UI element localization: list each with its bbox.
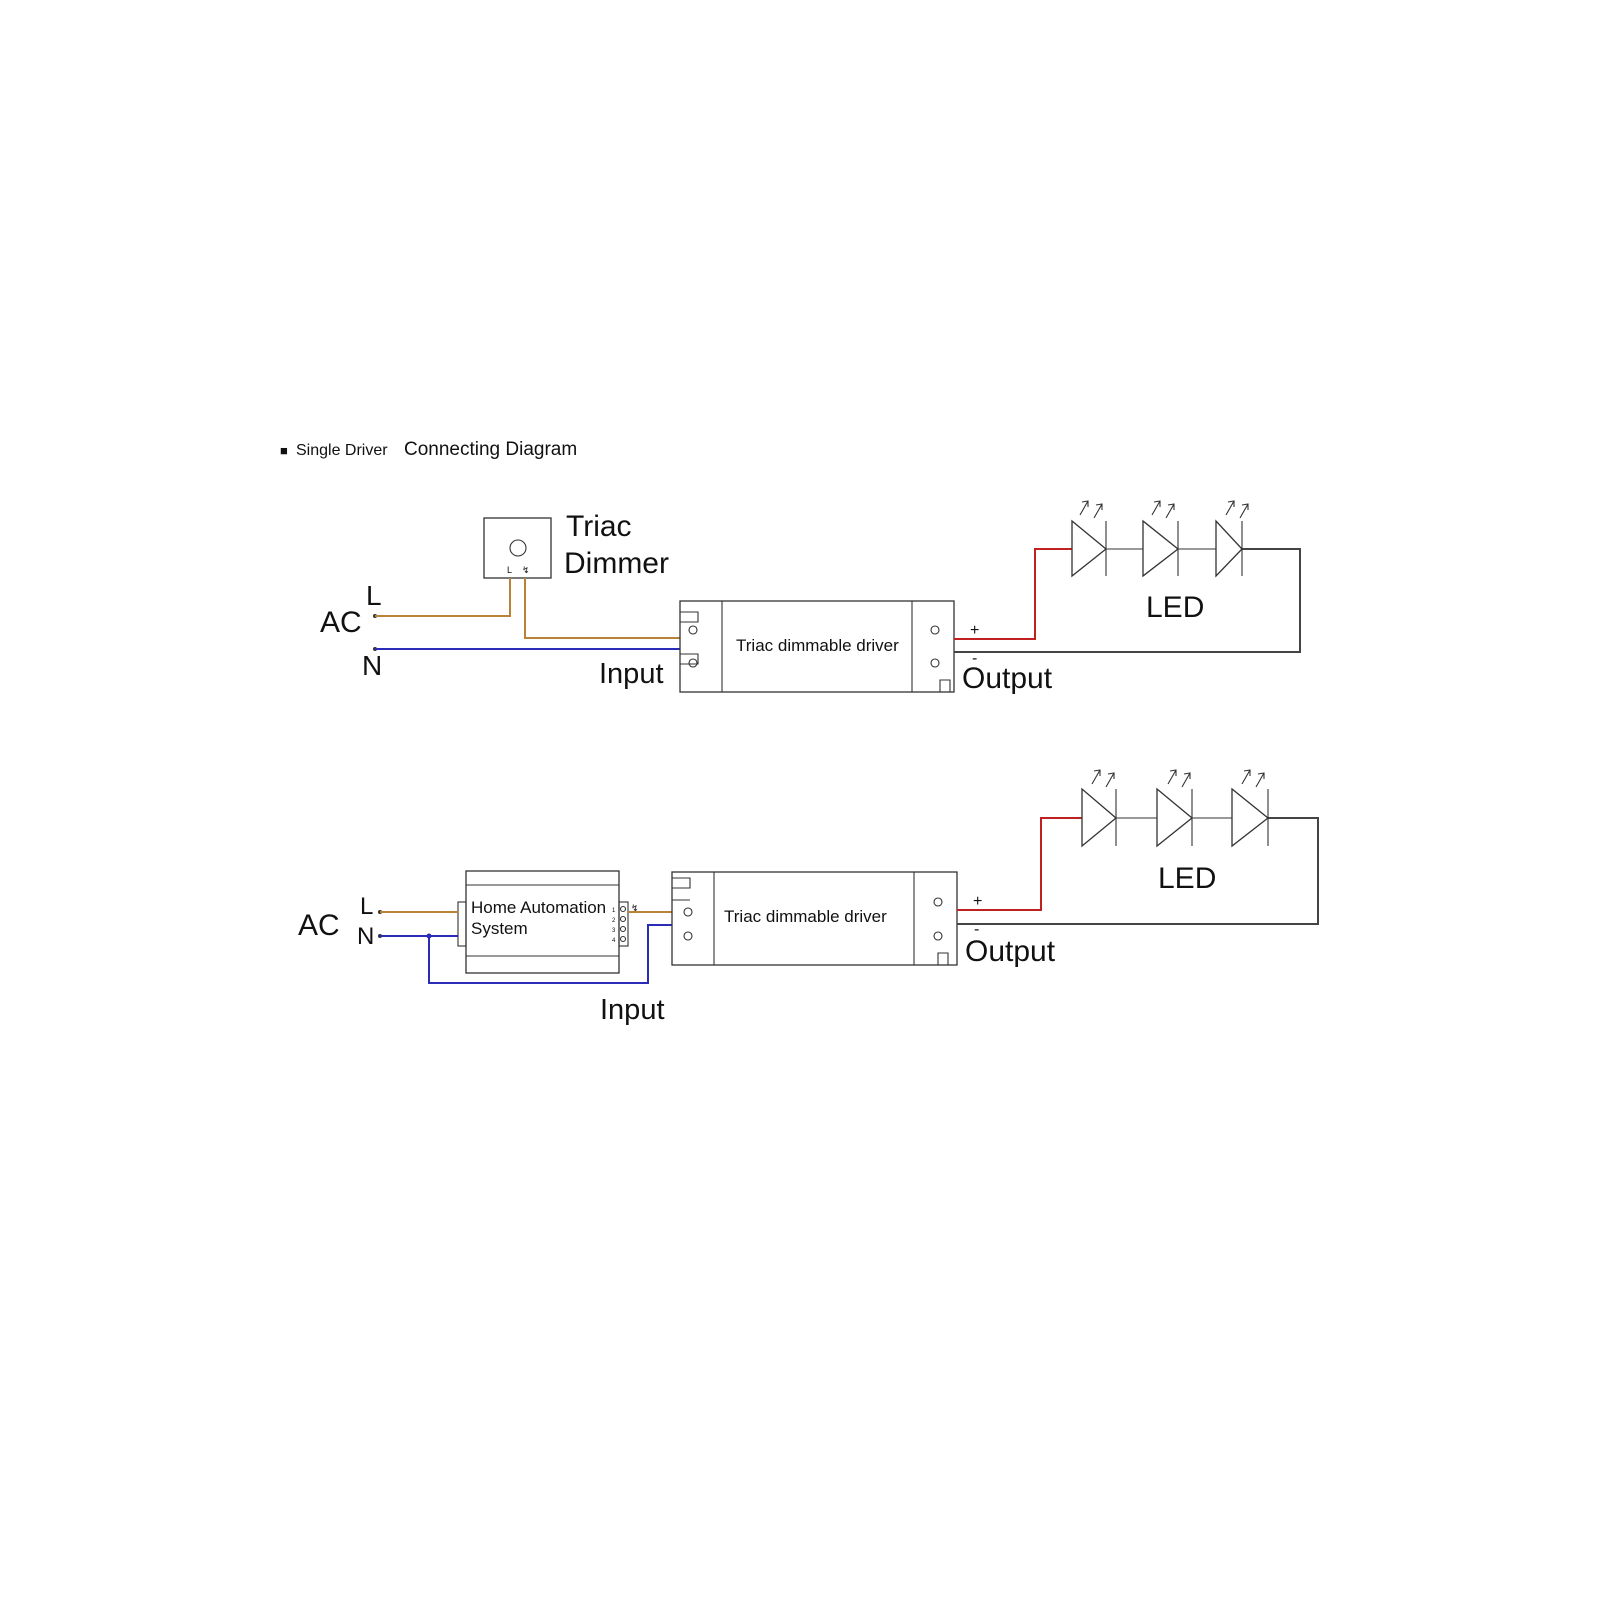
hub-label-line-2: System: [471, 919, 528, 938]
triac-dimmer-box: [483, 517, 552, 579]
driver-body-2: [671, 871, 958, 966]
dimmed-live-wire: [524, 578, 680, 639]
led-2-3-triangle: [1231, 787, 1270, 848]
minus-label-2: -: [974, 921, 979, 938]
neutral-label-2: N: [357, 923, 374, 950]
input-label-2: Input: [600, 994, 665, 1026]
neutral-label: N: [362, 650, 382, 681]
diagram-triac-dimmer: AC L N L ↯ Triac Dimmer Triac dimmable d…: [320, 500, 1301, 695]
led-label-2: LED: [1158, 862, 1216, 895]
hub-port-dot-2: [619, 915, 627, 923]
dimmer-knob-icon: [509, 539, 527, 557]
led-2-2-emission-icon: [1167, 769, 1191, 788]
triac-driver-2: Triac dimmable driver: [671, 871, 958, 966]
driver-label-2: Triac dimmable driver: [724, 907, 887, 926]
diagram-home-automation: AC L N 1 2 3 4 ↯ Home Automation System: [298, 769, 1319, 1026]
hub-port-3: 3: [612, 928, 616, 934]
hub-port-1: 1: [612, 908, 616, 914]
triac-driver-1: Triac dimmable driver: [679, 600, 955, 693]
live-wire-to-dimmer: [375, 578, 511, 617]
positive-wire-2: [957, 817, 1082, 911]
led-2: [1142, 500, 1180, 578]
hub-label-line-1: Home Automation: [471, 898, 606, 917]
negative-return-wire: [954, 548, 1301, 653]
hub-port-4: 4: [612, 938, 616, 944]
hub-port-dot-4: [619, 935, 627, 943]
ac-label-2: AC: [298, 909, 340, 942]
driver-label: Triac dimmable driver: [736, 636, 899, 655]
led-2-1-triangle: [1081, 787, 1118, 848]
led-1-triangle: [1071, 519, 1108, 578]
live-label: L: [366, 580, 382, 611]
driver-output-screw-2: [930, 658, 940, 668]
led-2-3: [1231, 769, 1270, 848]
plus-label-2: +: [973, 893, 982, 910]
led-3-emission-icon: [1225, 500, 1249, 519]
dimmer-terminal-l: L: [507, 565, 512, 575]
led-1: [1071, 500, 1108, 578]
driver-output-screw-1: [930, 625, 940, 635]
hub-port-2: 2: [612, 918, 616, 924]
dimmer-title-1: Triac: [566, 510, 632, 543]
led-label: LED: [1146, 591, 1204, 624]
led-2-1-emission-icon: [1091, 769, 1115, 788]
heading-main: Connecting Diagram: [404, 439, 577, 460]
hub-output-terminal-block: [618, 901, 629, 947]
positive-wire: [954, 548, 1072, 640]
driver-output-screw-2b: [933, 931, 943, 941]
heading-bullet: ■: [280, 443, 288, 458]
ac-label: AC: [320, 606, 362, 639]
led-3-triangle: [1215, 519, 1243, 578]
negative-return-wire-2: [957, 817, 1319, 925]
hub-port-dot-1: [619, 905, 627, 913]
led-2-1: [1081, 769, 1118, 848]
minus-label: -: [972, 650, 977, 667]
output-label: Output: [962, 662, 1053, 695]
hub-port-dot-3: [619, 925, 627, 933]
driver-output-screw-2a: [933, 897, 943, 907]
home-automation-box: 1 2 3 4 ↯ Home Automation System: [457, 870, 639, 974]
neutral-wire-to-driver: [428, 924, 672, 984]
heading-prefix: Single Driver: [296, 442, 388, 459]
driver-body: [679, 600, 955, 693]
driver-input-screw-2b: [683, 931, 693, 941]
driver-input-screw-2a: [683, 907, 693, 917]
led-2-2: [1156, 769, 1194, 848]
dimmer-title-2: Dimmer: [564, 547, 669, 580]
output-label-2: Output: [965, 935, 1056, 968]
driver-output-clip-2: [937, 952, 949, 965]
heading: ■ Single Driver Connecting Diagram: [280, 439, 577, 460]
driver-input-screw-2: [688, 658, 698, 668]
led-2-3-emission-icon: [1241, 769, 1265, 788]
led-2-2-triangle: [1156, 787, 1194, 848]
driver-output-clip: [939, 679, 951, 692]
dimmer-terminal-out-icon: ↯: [522, 565, 530, 575]
input-label: Input: [599, 658, 664, 690]
driver-input-clips-2: [672, 877, 691, 901]
led-3: [1215, 500, 1249, 578]
plus-label: +: [970, 622, 979, 639]
live-label-2: L: [360, 893, 373, 920]
led-2-triangle: [1142, 519, 1180, 578]
hub-input-terminal-block: [457, 901, 467, 947]
led-1-emission-icon: [1079, 500, 1103, 519]
hub-terminal-out-icon: ↯: [631, 903, 639, 913]
led-2-emission-icon: [1151, 500, 1175, 519]
driver-input-screw-1: [688, 625, 698, 635]
